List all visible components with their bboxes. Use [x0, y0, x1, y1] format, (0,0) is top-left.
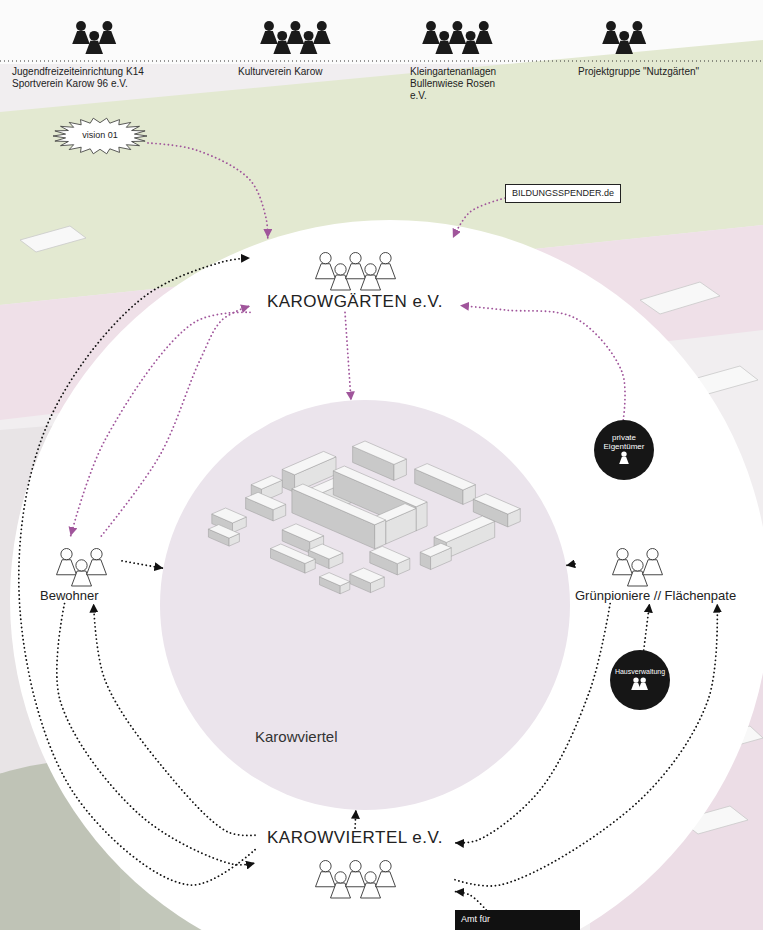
- star-fill: [53, 118, 147, 154]
- people-icons: [618, 451, 630, 466]
- person-icon: [72, 21, 90, 44]
- people-icons: [630, 676, 649, 692]
- node-label: Grünpioniere // Flächenpate: [575, 588, 736, 604]
- node-label: Amt für: [461, 914, 490, 925]
- dotted-arrow: [460, 305, 625, 420]
- circle-fill: [610, 650, 670, 710]
- node-label: vision 01: [82, 131, 118, 141]
- person-icon: [87, 549, 107, 575]
- group-entry: Kulturverein Karow: [238, 4, 388, 78]
- dotted-arrow: [453, 198, 505, 238]
- actor-node: Bewohner: [40, 536, 122, 604]
- circle-fill: [594, 420, 654, 480]
- node-label: Kleingartenanlagen Bullenwiese Rosen e.V…: [410, 66, 510, 102]
- district-circle: Karowviertel: [160, 400, 570, 810]
- vision-star: vision 01: [52, 117, 148, 155]
- person-icon: [99, 21, 117, 44]
- person-icon: [629, 21, 647, 44]
- person-icon: [602, 21, 620, 44]
- node-label: KAROWVIERTEL e.V.: [267, 828, 443, 848]
- district-illustration: [208, 441, 520, 594]
- people-icons: [420, 4, 495, 56]
- person-icon: [375, 253, 395, 279]
- management-circle: Hausverwaltung: [610, 650, 670, 710]
- circle-outline: [160, 400, 570, 810]
- sponsor-box: BILDUNGSSPENDER.de: [505, 184, 621, 203]
- people-icons: [610, 536, 665, 588]
- dotted-arrow: [566, 564, 575, 566]
- node-label: Projektgruppe "Nutzgärten": [578, 66, 699, 78]
- top-dotted-rule: [0, 60, 763, 61]
- people-icons: [313, 238, 398, 292]
- person-icon: [613, 549, 633, 575]
- node-label: Sportverein Karow 96 e.V.: [12, 78, 128, 90]
- person-icon: [475, 21, 493, 44]
- node-label: Jugendfreizeiteinrichtung K14: [12, 66, 144, 78]
- person-icon: [57, 549, 77, 575]
- person-icon: [315, 253, 335, 279]
- person-icon: [643, 549, 663, 575]
- node-label: KAROWGÄRTEN e.V.: [267, 292, 443, 312]
- person-icon: [345, 861, 365, 887]
- group-entry: Projektgruppe "Nutzgärten": [578, 4, 753, 78]
- node-label: private Eigentümer: [598, 434, 650, 452]
- person-icon: [315, 861, 335, 887]
- person-icon: [287, 21, 305, 44]
- dotted-arrow: [148, 143, 268, 238]
- person-icon: [260, 21, 278, 44]
- people-icons: [258, 4, 333, 56]
- actor-node: Grünpioniere // Flächenpate: [575, 536, 753, 604]
- people-icons: [600, 4, 648, 56]
- person-icon: [422, 21, 440, 44]
- owner-circle: private Eigentümer: [594, 420, 654, 480]
- office-box: Amt für: [455, 910, 580, 930]
- person-icon: [449, 21, 467, 44]
- person-icon: [619, 452, 629, 465]
- people-icons: [70, 4, 118, 56]
- circle-outline: [610, 650, 670, 710]
- group-entry: Jugendfreizeiteinrichtung K14Sportverein…: [12, 4, 227, 90]
- dotted-arrow: [122, 561, 163, 569]
- dotted-arrow: [354, 810, 357, 828]
- association-node: KAROWVIERTEL e.V.: [255, 828, 455, 900]
- association-node: KAROWGÄRTEN e.V.: [250, 238, 460, 312]
- dotted-arrow: [455, 892, 486, 910]
- person-icon: [313, 21, 331, 44]
- person-icon: [375, 861, 395, 887]
- node-label: Bewohner: [40, 588, 99, 604]
- person-icon: [345, 253, 365, 279]
- dotted-arrow: [345, 312, 351, 400]
- node-label: BILDUNGSSPENDER.de: [512, 188, 614, 199]
- people-icons: [54, 536, 109, 588]
- circle-fill: [160, 400, 570, 810]
- group-entry: Kleingartenanlagen Bullenwiese Rosen e.V…: [410, 4, 520, 102]
- node-label: Karowviertel: [255, 728, 338, 746]
- node-label: Hausverwaltung: [615, 668, 665, 676]
- dotted-arrow: [644, 604, 650, 651]
- node-label: Kulturverein Karow: [238, 66, 322, 78]
- people-icons: [313, 848, 398, 900]
- outer-circle: [10, 220, 763, 930]
- person-icon: [639, 677, 649, 690]
